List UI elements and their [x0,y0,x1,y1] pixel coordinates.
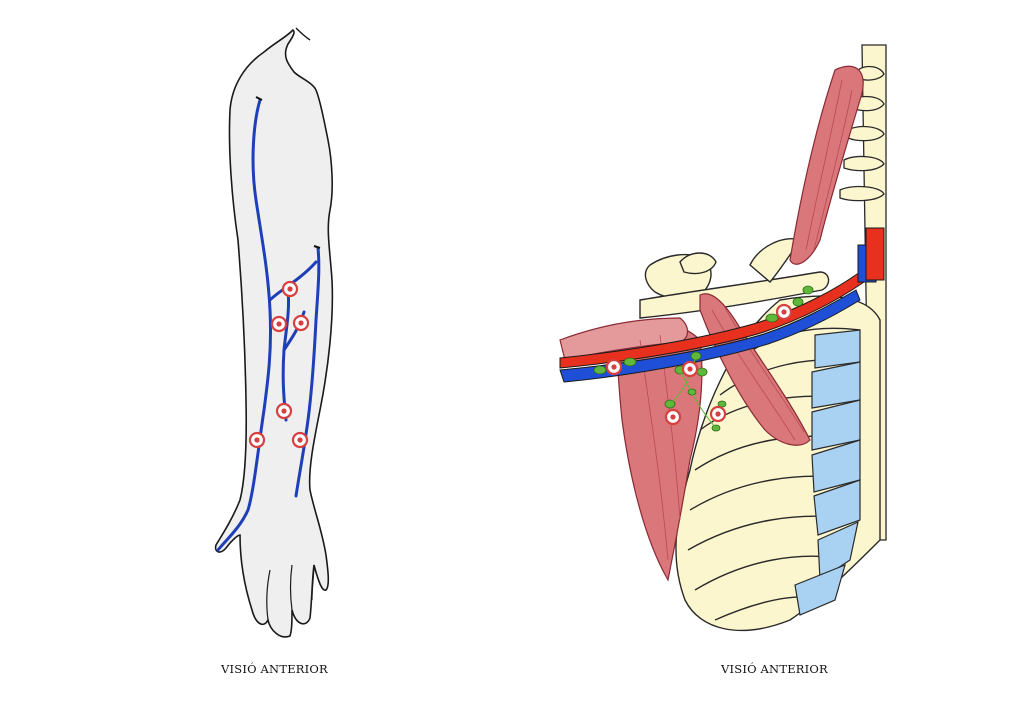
scapula-clavicle [639,238,830,319]
arm-caption: VISIÓ ANTERIOR [221,662,328,676]
lymph-node-marker-icon [248,431,266,449]
lymph-node-marker-icon [775,303,793,321]
subclavian-vein [559,289,861,383]
arm-node-markers [248,280,310,449]
lymph-node-marker-icon [292,314,310,332]
lymph-node-marker-icon [281,280,299,298]
lymph-vessels [669,355,717,429]
lymph-node-marker-icon [709,405,727,423]
scalene-muscles [789,65,864,265]
vein-cut-elbow [313,245,321,249]
serratus-anterior [559,317,689,361]
shoulder-contour [295,27,311,41]
subclavian-vessels [559,227,885,383]
lymph-node-marker-icon [291,431,309,449]
finger-lines [266,564,315,621]
lymph-node-marker-icon [664,408,682,426]
lymph-node-marker-icon [605,358,623,376]
arm-silhouette [214,28,334,638]
arm-illustration [214,27,334,638]
thorax-caption: VISIÓ ANTERIOR [721,662,828,676]
common-carotid [865,227,885,281]
arm-veins [216,98,321,552]
basilic-vein [294,246,321,498]
cephalic-vein [216,98,273,552]
lymph-node-marker-icon [681,360,699,378]
costal-cartilage [794,329,861,616]
thorax-figure [540,0,1024,713]
vein-cut-top [255,96,263,101]
arm-figure [214,27,334,638]
thorax-node-markers [605,303,793,426]
lymph-node-marker-icon [275,402,293,420]
lymph-node-marker-icon [270,315,288,333]
thorax-illustration [559,44,887,632]
